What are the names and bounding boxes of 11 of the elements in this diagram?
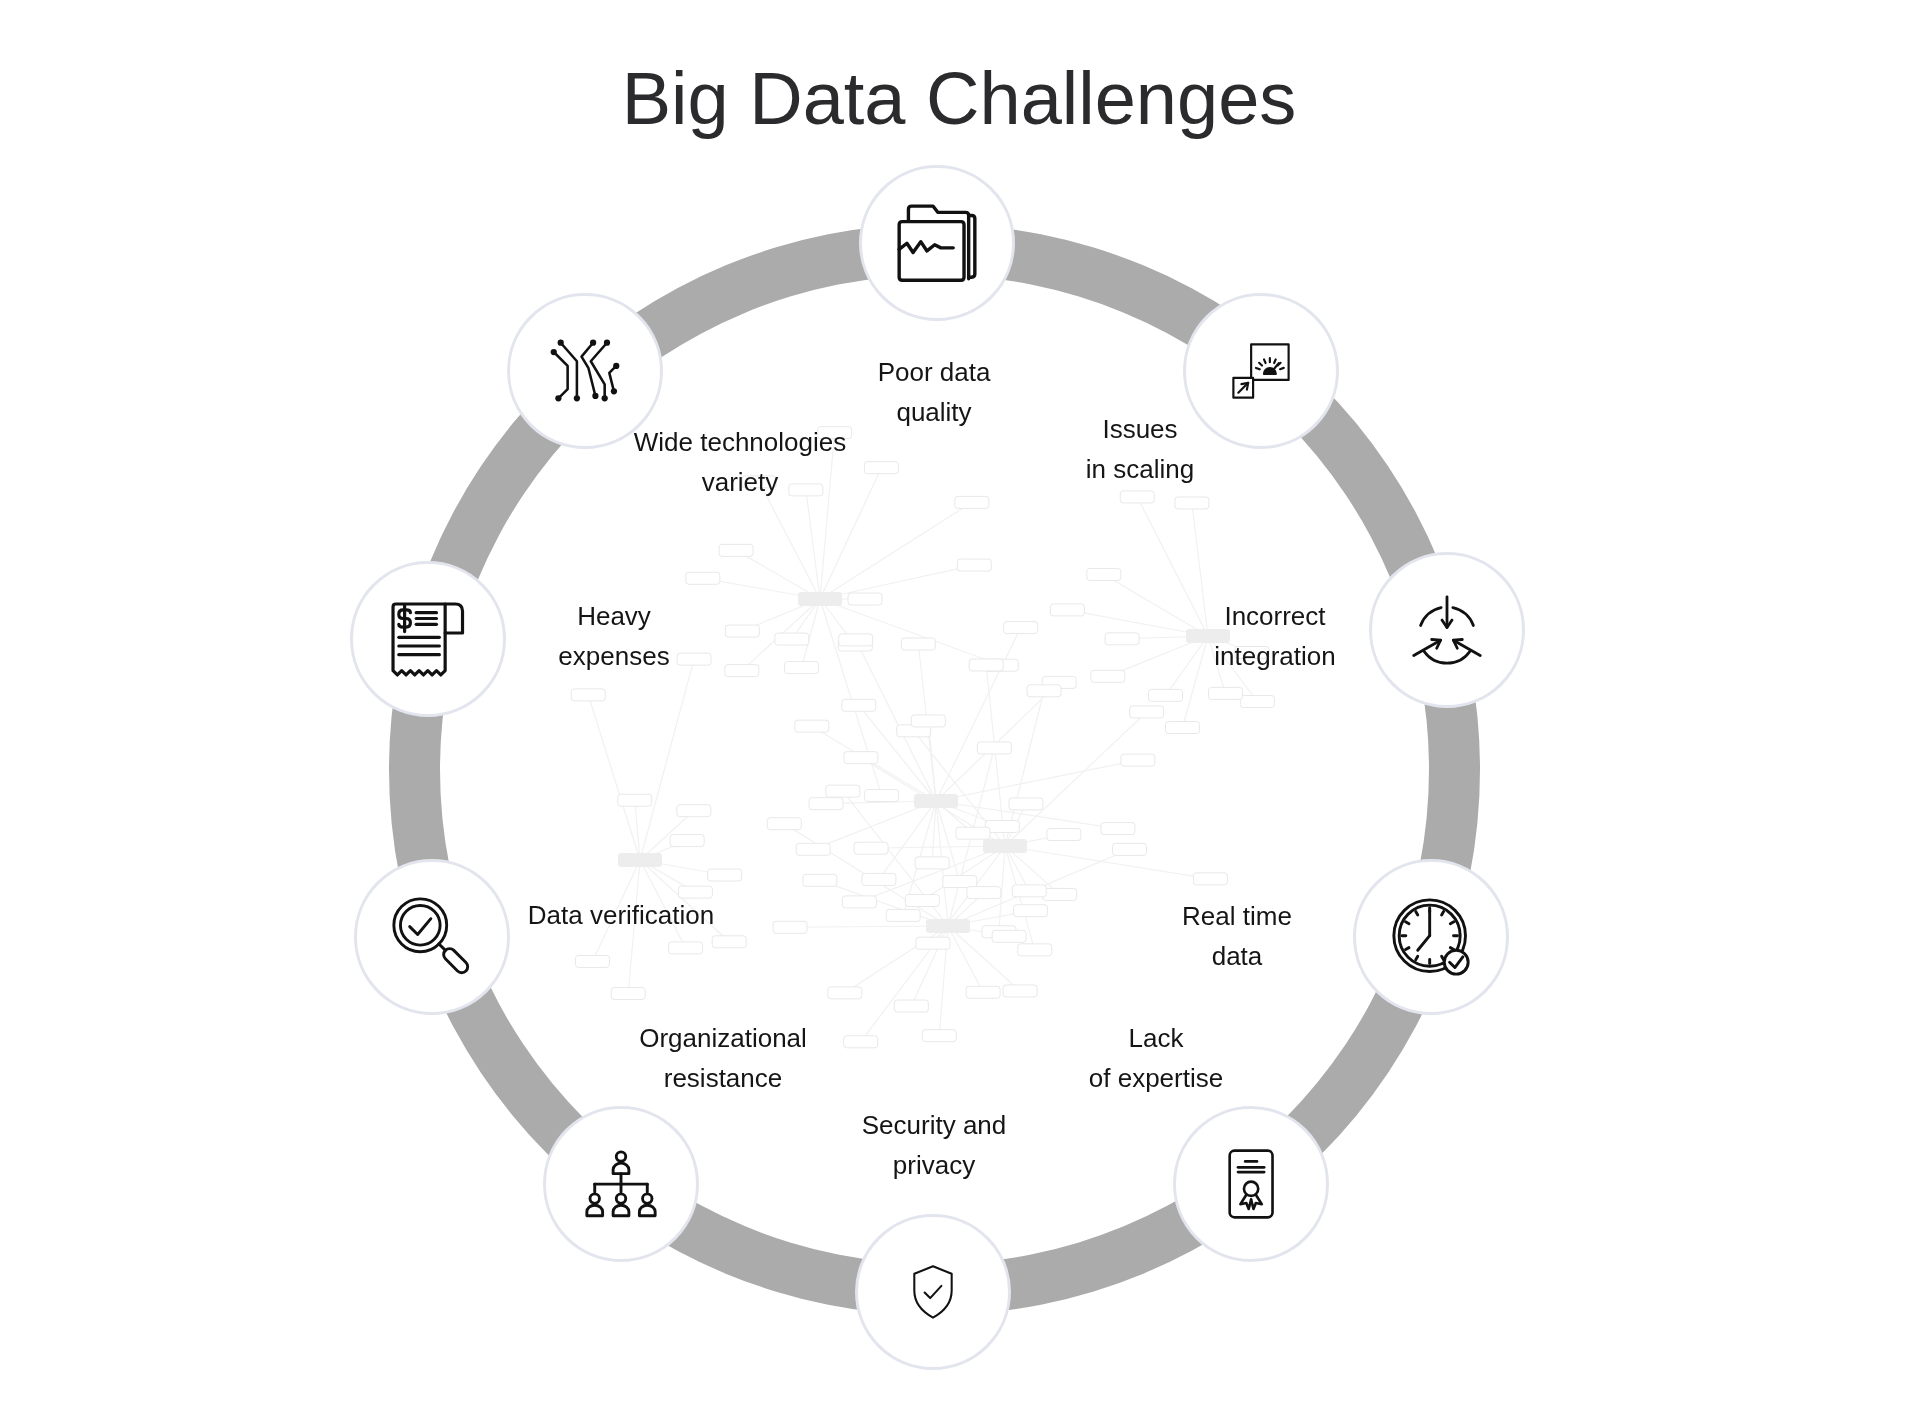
challenge-label: Poor data quality bbox=[877, 356, 991, 429]
challenge-label: Issues in scaling bbox=[1085, 413, 1195, 486]
title: Big Data Challenges bbox=[621, 56, 1297, 142]
challenge-label: Wide technologies variety bbox=[633, 426, 847, 499]
challenge-label: Organizational resistance bbox=[639, 1022, 807, 1095]
challenge-label: Real time data bbox=[1182, 900, 1292, 973]
challenge-label: Security and privacy bbox=[861, 1109, 1007, 1182]
challenge-label: Data verification bbox=[527, 899, 715, 932]
challenge-label: Heavy expenses bbox=[558, 600, 670, 673]
challenge-label: Incorrect integration bbox=[1214, 600, 1336, 673]
challenge-label: Lack of expertise bbox=[1088, 1022, 1224, 1095]
